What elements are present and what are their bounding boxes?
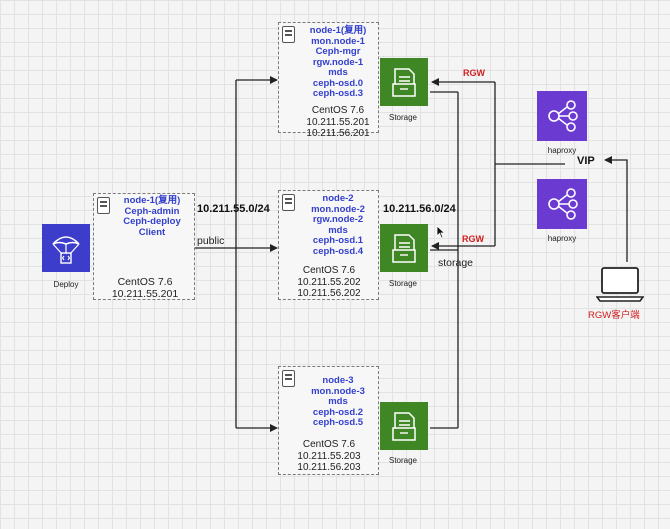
storage-icon xyxy=(380,224,428,272)
public-network-cidr: 10.211.55.0/24 xyxy=(197,203,270,215)
node-1-service: ceph-osd.3 xyxy=(312,88,364,99)
node-1-os: CentOS 7.6 xyxy=(311,105,365,116)
haproxy-label: haproxy xyxy=(547,234,577,243)
node-2-service: node-2 xyxy=(322,193,354,204)
node-1-service: ceph-osd.0 xyxy=(312,77,364,89)
deploy-node-box: node-1(复用) Ceph-admin Ceph-deploy Client… xyxy=(93,193,195,300)
node-3-service: ceph-osd.2 xyxy=(312,406,364,418)
haproxy-label: haproxy xyxy=(547,146,577,155)
node-3-ip-public: 10.211.55.203 xyxy=(297,450,361,462)
server-icon xyxy=(282,194,295,211)
node-2-box: node-2 mon.node-2 rgw.node-2 mds ceph-os… xyxy=(278,190,379,300)
node-3-box: node-3 mon.node-3 mds ceph-osd.2 ceph-os… xyxy=(278,366,379,475)
deploy-ip: 10.211.55.201 xyxy=(111,288,179,300)
node-2-service: rgw.node-2 xyxy=(312,214,364,225)
node-1-service: Ceph-mgr xyxy=(315,46,361,57)
server-icon xyxy=(282,370,295,387)
node-1-ip-storage: 10.211.56.201 xyxy=(306,128,370,139)
deploy-label: Deploy xyxy=(53,280,79,289)
storage-label: Storage xyxy=(388,279,418,288)
cursor-icon xyxy=(436,225,446,239)
storage-icon xyxy=(380,402,428,450)
node-3-os: CentOS 7.6 xyxy=(302,439,356,450)
deploy-line-3: Ceph-deploy xyxy=(123,216,181,227)
deploy-os: CentOS 7.6 xyxy=(117,276,173,288)
node-3-service: mds xyxy=(328,396,348,407)
node-2-service: ceph-osd.1 xyxy=(312,235,364,246)
vip-link xyxy=(604,156,628,262)
rgw-label: RGW xyxy=(463,68,485,78)
node-2-service: ceph-osd.4 xyxy=(312,245,364,257)
node-1-service: mon.node-1 xyxy=(311,35,365,47)
node-2-ip-public: 10.211.55.202 xyxy=(297,276,361,288)
node-1-ip-public: 10.211.55.201 xyxy=(306,116,370,128)
node-1-service: node-1(复用) xyxy=(309,25,367,36)
node-3-service: ceph-osd.5 xyxy=(312,417,364,428)
client-label: RGW客户端 xyxy=(588,310,640,321)
storage-label: Storage xyxy=(388,456,418,465)
laptop-icon xyxy=(595,266,645,302)
deploy-line-2: Ceph-admin xyxy=(124,205,180,217)
haproxy-icon xyxy=(537,91,587,141)
storage-icon xyxy=(380,58,428,106)
node-1-service: mds xyxy=(328,67,348,78)
server-icon xyxy=(97,197,110,214)
node-2-service: mds xyxy=(328,224,348,236)
deploy-line-4: Client xyxy=(138,226,166,238)
storage-network-cidr: 10.211.56.0/24 xyxy=(383,203,456,215)
storage-network-label: storage xyxy=(438,257,474,269)
node-2-ip-storage: 10.211.56.202 xyxy=(297,288,361,299)
haproxy-icon xyxy=(537,179,587,229)
node-1-box: node-1(复用) mon.node-1 Ceph-mgr rgw.node-… xyxy=(278,22,379,139)
vip-label: VIP xyxy=(577,155,595,167)
node-3-service: node-3 xyxy=(322,375,354,386)
storage-label: Storage xyxy=(388,113,418,122)
deploy-line-1: node-1(复用) xyxy=(123,195,181,206)
public-network-label: public xyxy=(197,235,225,247)
deploy-icon xyxy=(42,224,90,272)
node-2-os: CentOS 7.6 xyxy=(302,265,356,276)
node-1-service: rgw.node-1 xyxy=(312,56,364,68)
node-2-service: mon.node-2 xyxy=(311,203,365,215)
node-3-service: mon.node-3 xyxy=(311,385,365,397)
rgw-label: RGW xyxy=(462,234,484,244)
node-3-ip-storage: 10.211.56.203 xyxy=(297,462,361,473)
server-icon xyxy=(282,26,295,43)
